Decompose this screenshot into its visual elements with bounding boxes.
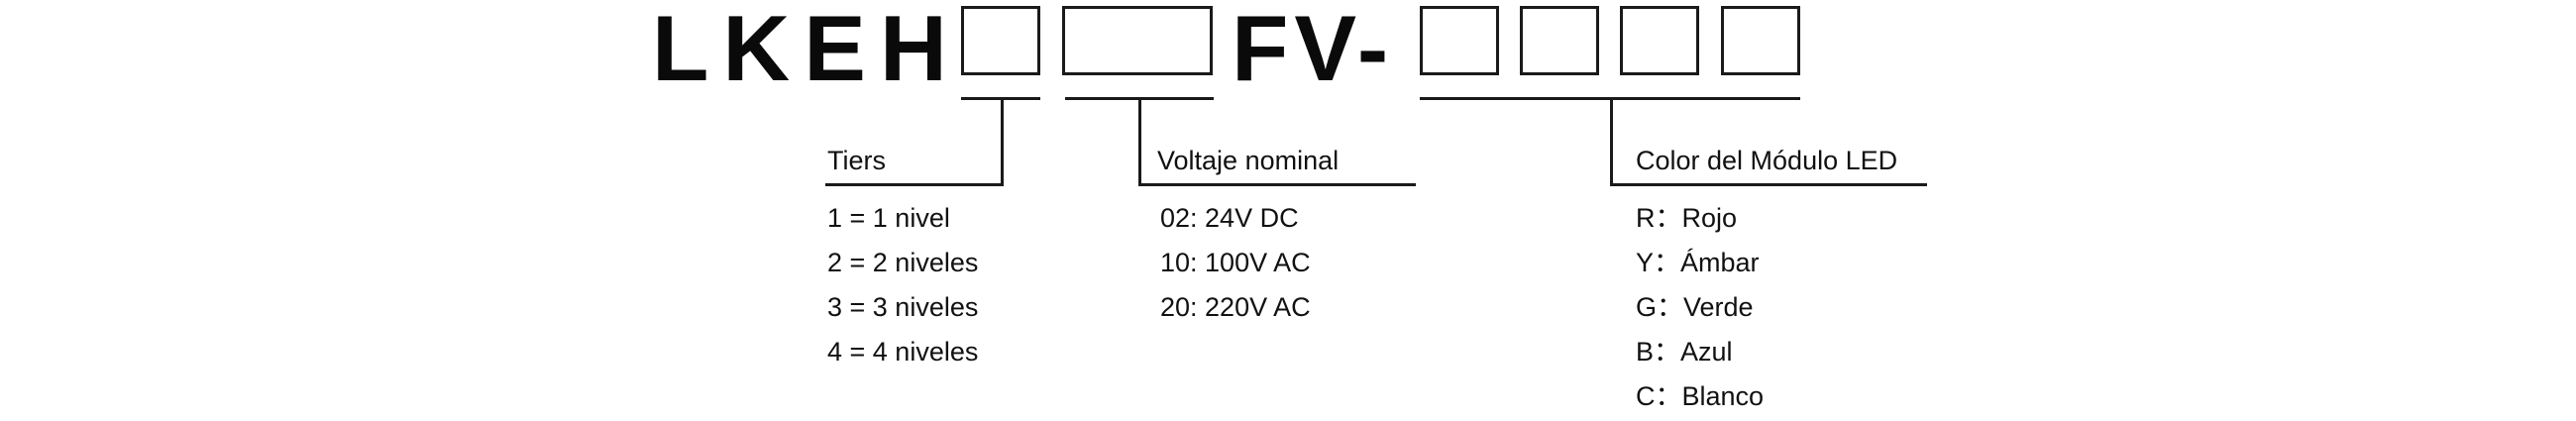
tiers-label-underline <box>825 183 1004 186</box>
color-slot-3 <box>1620 6 1699 75</box>
tiers-option: 1 = 1 nivel <box>827 203 950 233</box>
tiers-option: 2 = 2 niveles <box>827 248 979 277</box>
color-slot-4 <box>1721 6 1800 75</box>
model-middle: FV- <box>1232 0 1395 100</box>
color-option: C：Blanco <box>1636 381 1765 411</box>
color-option: R：Rojo <box>1636 203 1738 233</box>
color-slot-2 <box>1520 6 1599 75</box>
color-label-underline <box>1610 183 1927 186</box>
tiers-option: 4 = 4 niveles <box>827 337 979 367</box>
voltage-option: 10: 100V AC <box>1160 248 1311 277</box>
tiers-title: Tiers <box>827 146 886 175</box>
color-slot-1 <box>1420 6 1499 75</box>
voltage-option: 20: 220V AC <box>1160 292 1311 322</box>
color-option: Y：Ámbar <box>1636 248 1760 277</box>
voltage-slot <box>1062 6 1213 75</box>
color-connector <box>1610 97 1613 186</box>
voltage-title: Voltaje nominal <box>1157 146 1340 175</box>
color-option: B：Azul <box>1636 337 1733 367</box>
tiers-connector <box>1001 97 1004 186</box>
color-option: G：Verde <box>1636 292 1754 322</box>
voltage-option: 02: 24V DC <box>1160 203 1299 233</box>
tiers-slot <box>961 6 1040 75</box>
tiers-option: 3 = 3 niveles <box>827 292 979 322</box>
voltage-connector <box>1138 97 1141 186</box>
color-title: Color del Módulo LED <box>1636 146 1898 175</box>
voltage-label-underline <box>1138 183 1416 186</box>
model-prefix: LKEH <box>652 0 961 100</box>
